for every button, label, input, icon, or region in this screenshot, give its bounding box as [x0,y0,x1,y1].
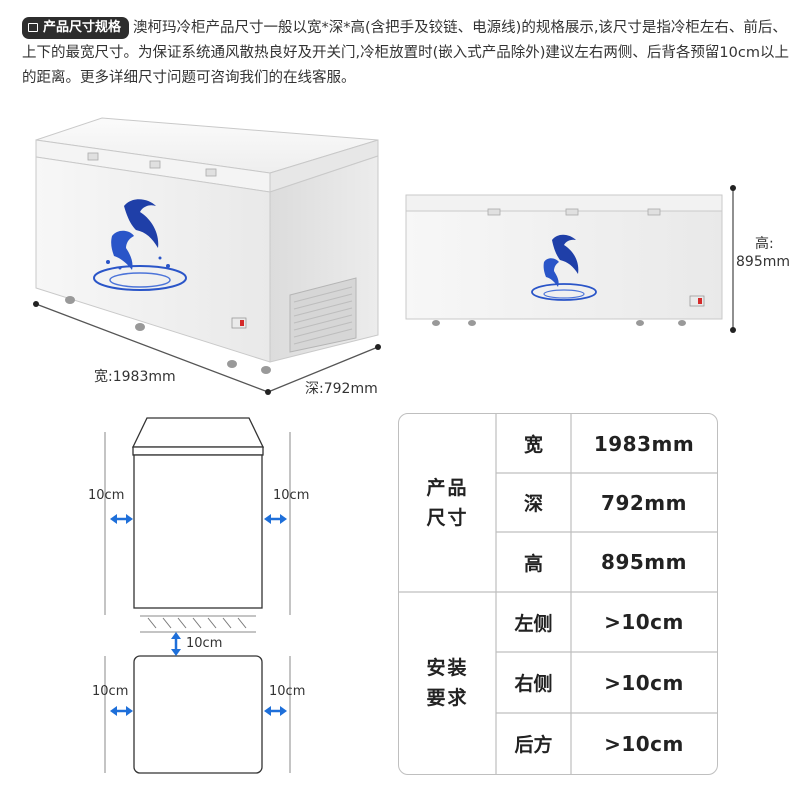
size-value-height: 895mm [601,550,687,574]
freezer-front-view [405,185,736,333]
width-label: 宽:1983mm [94,369,176,385]
clearance-front-left-label: 10cm [88,488,125,503]
install-header: 安装 要求 [426,657,469,709]
clearance-front-diagram [104,417,291,633]
size-key-height: 高 [523,552,543,575]
depth-label: 深:792mm [305,381,378,397]
product-size-header: 产品 尺寸 [426,477,469,529]
install-key-left: 左侧 [514,612,553,635]
clearance-top-diagram [104,655,291,774]
spec-table: 产品 尺寸 安装 要求 宽 1983mm 深 792mm 高 895mm 左侧 … [398,413,718,775]
dimension-arrow-icon [33,301,381,395]
size-value-depth: 792mm [601,490,687,515]
clearance-back-label: 10cm [186,636,223,651]
size-value-width: 1983mm [593,431,695,456]
size-key-width: 宽 [523,434,543,456]
install-key-right: 右侧 [514,673,553,695]
freezer-angled-view [33,117,381,395]
dolphin-logo-icon-front [531,234,597,301]
install-value-back: >10cm [604,731,684,756]
header-text: 澳柯玛冷柜产品尺寸一般以宽*深*高(含把手及铰链、电源线)的规格展示,该尺寸是指… [22,20,789,86]
clearance-top-right-label: 10cm [269,684,306,699]
height-value: 895mm [736,254,790,270]
clearance-top-left-label: 10cm [92,684,129,699]
header-description: 产品尺寸规格澳柯玛冷柜产品尺寸一般以宽*深*高(含把手及铰链、电源线)的规格展示… [22,16,792,91]
clearance-front-right-label: 10cm [273,488,310,503]
install-value-left: >10cm [604,610,684,634]
install-value-right: >10cm [604,670,684,695]
size-key-depth: 深 [523,493,543,515]
dolphin-logo-icon [93,199,187,291]
document-icon [28,23,38,32]
install-key-back: 后方 [514,734,553,756]
spec-table-grid [399,414,717,774]
clearance-arrow-icons [110,514,287,716]
spec-badge: 产品尺寸规格 [22,17,130,39]
height-label: 高: [755,236,774,252]
